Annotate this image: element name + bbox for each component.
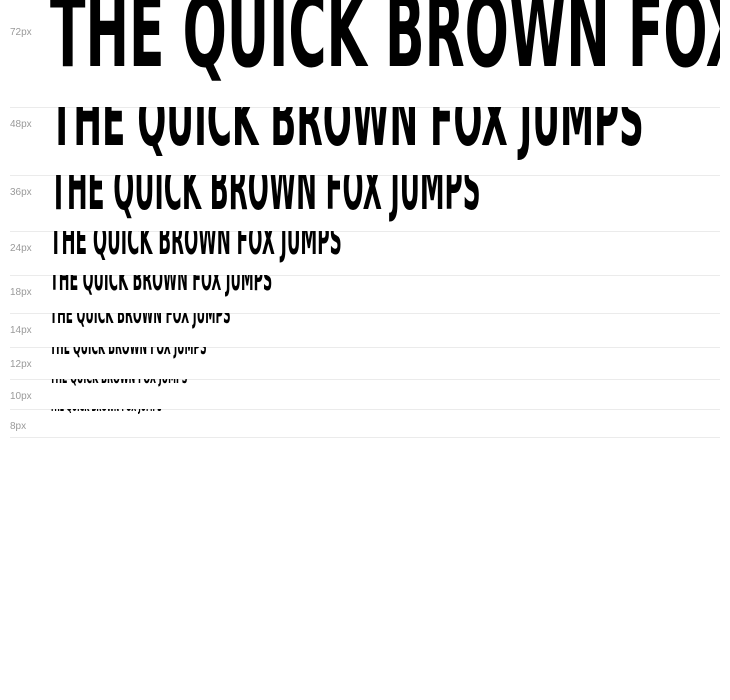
sample-text-18px: THE QUICK BROWN FOX JUMPS (50, 275, 273, 298)
size-label-72px: 72px (10, 27, 32, 38)
specimen-row-8px: 8px THE QUICK BROWN FOX JUMPS (10, 409, 720, 438)
sample-text-10px: THE QUICK BROWN FOX JUMPS (50, 379, 188, 387)
size-label-36px: 36px (10, 187, 32, 198)
size-label-48px: 48px (10, 119, 32, 130)
sample-text-14px: THE QUICK BROWN FOX JUMPS (50, 313, 231, 330)
size-label-8px: 8px (10, 421, 27, 432)
sample-text-48px: THE QUICK BROWN FOX JUMPS (50, 107, 644, 163)
sample-text-24px: THE QUICK BROWN FOX JUMPS (50, 231, 342, 264)
specimen-row-48px: 48px THE QUICK BROWN FOX JUMPS (10, 107, 720, 176)
sample-text-8px: THE QUICK BROWN FOX JUMPS (50, 409, 162, 414)
specimen-row-72px: 72px THE QUICK BROWN FOX JUMPS (10, 0, 720, 108)
sample-text-36px: THE QUICK BROWN FOX JUMPS (50, 175, 481, 224)
specimen-row-36px: 36px THE QUICK BROWN FOX JUMPS (10, 175, 720, 232)
specimen-row-24px: 24px THE QUICK BROWN FOX JUMPS (10, 231, 720, 276)
sample-text-12px: THE QUICK BROWN FOX JUMPS (50, 347, 207, 360)
specimen-row-10px: 10px THE QUICK BROWN FOX JUMPS (10, 379, 720, 410)
specimen-row-12px: 12px THE QUICK BROWN FOX JUMPS (10, 347, 720, 380)
size-label-24px: 24px (10, 243, 32, 254)
specimen-row-18px: 18px THE QUICK BROWN FOX JUMPS (10, 275, 720, 314)
size-label-10px: 10px (10, 391, 32, 402)
size-label-12px: 12px (10, 359, 32, 370)
specimen-row-14px: 14px THE QUICK BROWN FOX JUMPS (10, 313, 720, 348)
size-label-14px: 14px (10, 325, 32, 336)
size-label-18px: 18px (10, 287, 32, 298)
sample-text-72px: THE QUICK BROWN FOX JUMPS (50, 0, 720, 90)
